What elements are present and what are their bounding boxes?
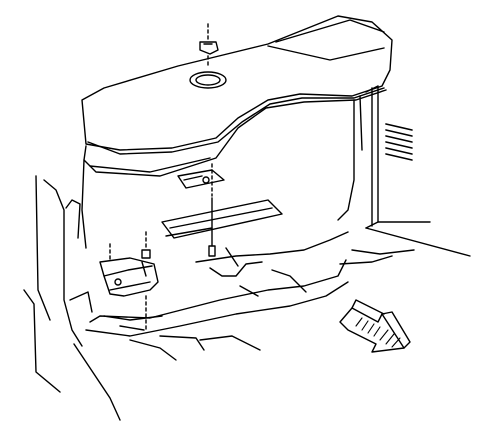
lid-fastener (190, 24, 226, 88)
side-wall (366, 86, 470, 256)
floor-pan (86, 232, 414, 360)
corner-bracket (100, 232, 158, 330)
floor-bracket (162, 170, 282, 238)
vent-grille (386, 124, 412, 160)
direction-arrow (340, 300, 410, 352)
hood-panel (82, 16, 392, 248)
left-pillar (24, 176, 120, 420)
mounting-bolt (209, 164, 215, 256)
